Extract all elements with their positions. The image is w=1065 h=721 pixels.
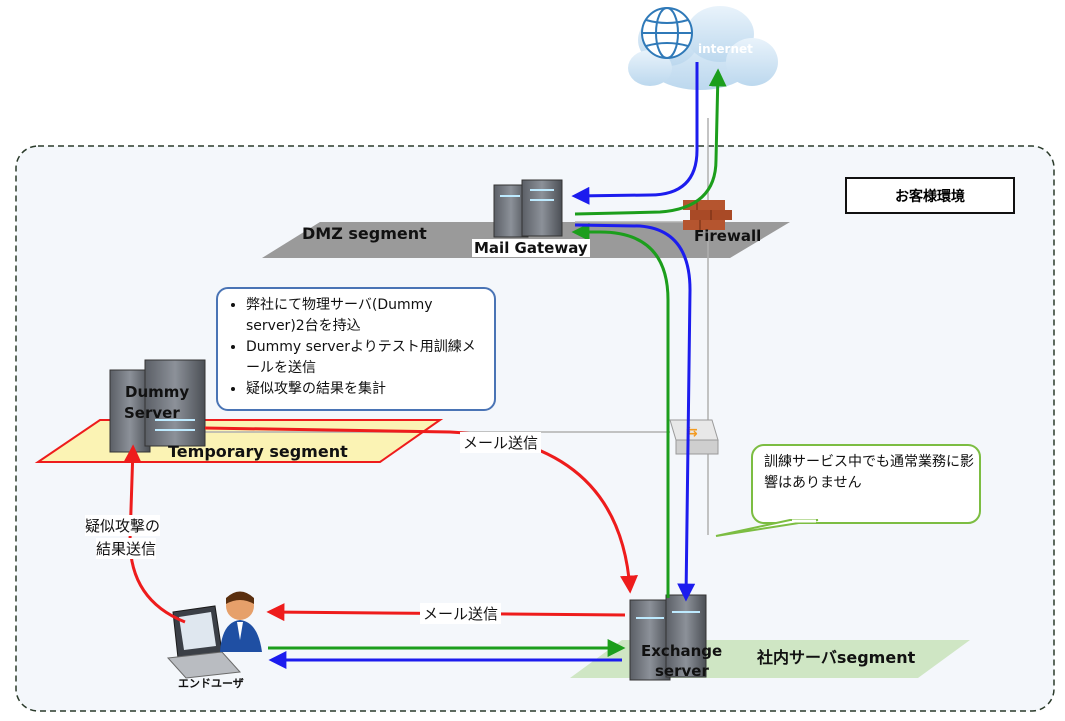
flow-green-exchange-to-gateway: [571, 223, 670, 598]
impact-note-text: 訓練サービス中でも通常業務に影響はありません: [764, 454, 974, 491]
note-item: Dummy serverよりテスト用訓練メールを送信: [246, 337, 484, 379]
globe-icon: [641, 7, 693, 59]
mail-gateway-label: Mail Gateway: [472, 239, 590, 257]
mail-send-label-1: メール送信: [460, 432, 542, 453]
note-item: 弊社にて物理サーバ(Dummy server)2台を持込: [246, 295, 484, 337]
customer-environment-title: お客様環境: [845, 177, 1015, 214]
mail-gateway-server-icon: [493, 179, 563, 238]
exchange-server-label-line2: server: [655, 662, 709, 680]
result-send-label-line2: 結果送信: [96, 538, 157, 559]
dummy-server-note: 弊社にて物理サーバ(Dummy server)2台を持込 Dummy serve…: [216, 287, 496, 411]
flow-blue-gateway-to-exchange: [574, 223, 696, 602]
user-icon: [220, 591, 262, 652]
dummy-server-icon: [109, 359, 206, 453]
exchange-server-label-line1: Exchange: [641, 642, 723, 660]
exchange-server-icon: [629, 594, 707, 681]
internal-segment-label: 社内サーバsegment: [757, 648, 916, 667]
note-item: 疑似攻撃の結果を集計: [246, 379, 484, 400]
dummy-server-label-line2: Server: [124, 404, 180, 422]
firewall-label: Firewall: [694, 227, 762, 245]
laptop-icon: [166, 605, 242, 679]
dmz-segment-label: DMZ segment: [302, 224, 427, 243]
impact-note-bubble: [715, 444, 981, 537]
switch-icon: ⇆: [669, 419, 719, 455]
result-send-label-line1: 疑似攻撃の: [85, 515, 161, 536]
temporary-segment-label: Temporary segment: [168, 442, 348, 461]
mail-send-label-2: メール送信: [420, 603, 502, 624]
flow-blue-internet-to-gateway: [571, 62, 699, 205]
dummy-server-label-line1: Dummy: [125, 383, 190, 401]
end-user-label: エンドユーザ: [178, 677, 244, 690]
flow-green-gateway-to-internet: [574, 68, 727, 216]
internet-label: internet: [698, 42, 753, 56]
